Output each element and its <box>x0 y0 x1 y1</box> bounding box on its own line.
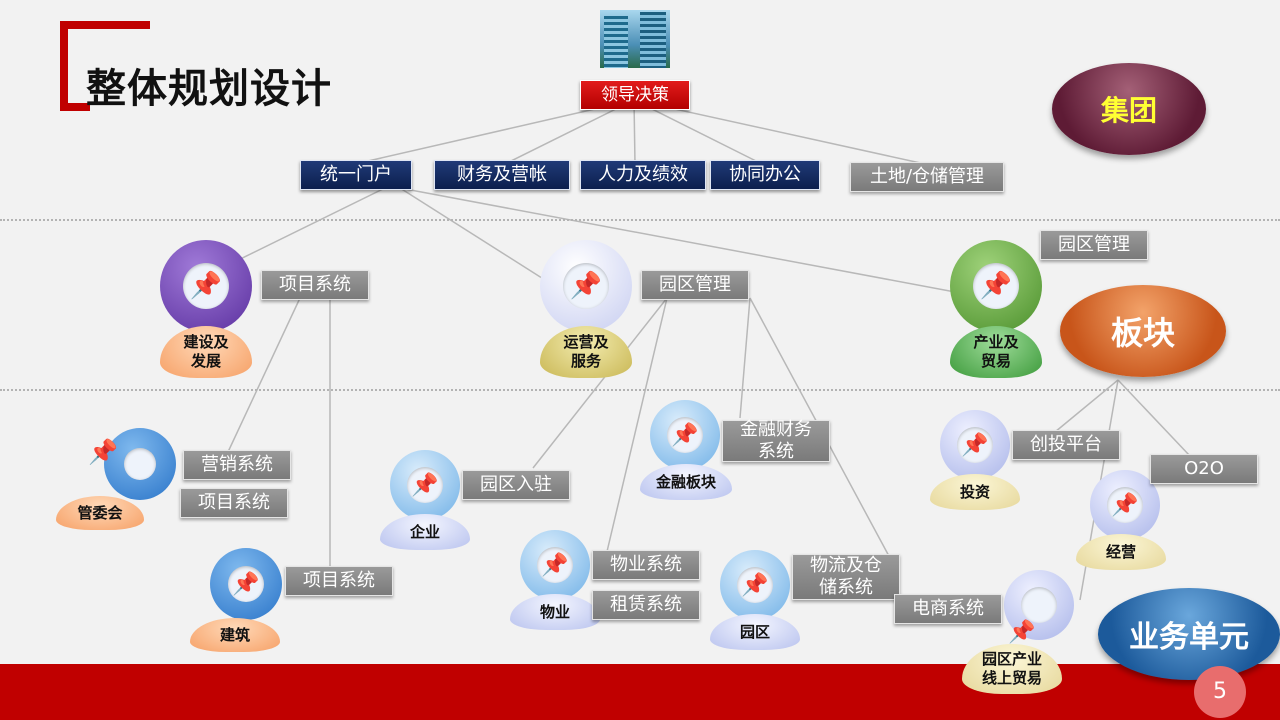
pushpin-icon: 📌 <box>88 438 118 466</box>
committee-node-name: 管委会 <box>77 503 123 522</box>
committee-tag-marketing: 营销系统 <box>183 450 291 480</box>
enterprise-node-name: 企业 <box>409 522 440 541</box>
finance-tag: 金融财务 系统 <box>722 419 830 462</box>
divider-lower <box>0 389 1280 391</box>
committee-node-base: 管委会 <box>56 496 144 530</box>
pushpin-icon: 📌 <box>979 271 1013 301</box>
enterprise-tag: 园区入驻 <box>462 470 570 500</box>
operations-node-ring: 📌 <box>540 240 632 332</box>
pushpin-icon: 📌 <box>961 432 989 458</box>
invest-node-ring: 📌 <box>940 410 1010 480</box>
operations-node-base: 运营及 服务 <box>540 326 632 378</box>
operate-node-base: 经营 <box>1076 534 1166 570</box>
building-node-ring: 📌 <box>210 548 282 620</box>
pushpin-icon: 📌 <box>671 422 699 448</box>
pushpin-icon: 📌 <box>189 271 223 301</box>
property-node-base: 物业 <box>510 594 600 630</box>
group-system-land: 土地/仓储管理 <box>850 162 1004 192</box>
leader-decision-label: 领导决策 <box>580 80 690 110</box>
park-node-name: 园区 <box>739 622 770 641</box>
building-tower-left <box>604 16 628 68</box>
committee-tag-project: 项目系统 <box>180 488 288 518</box>
ecommerce-node-name: 园区产业 线上贸易 <box>981 650 1042 687</box>
pushpin-icon: 📌 <box>569 271 603 301</box>
ecommerce-tag: 电商系统 <box>894 594 1002 624</box>
building-node-name: 建筑 <box>219 625 250 644</box>
building-tower-right <box>640 12 666 68</box>
building-node-base: 建筑 <box>190 618 280 652</box>
group-system-finance: 财务及营帐 <box>434 160 570 190</box>
group-system-office: 协同办公 <box>710 160 820 190</box>
divider-upper <box>0 219 1280 221</box>
pushpin-icon: 📌 <box>541 552 569 578</box>
industry-node-base: 产业及 贸易 <box>950 326 1042 378</box>
level-group-oval: 集团 <box>1052 63 1206 155</box>
building-tag: 项目系统 <box>285 566 393 596</box>
finance-node-ring: 📌 <box>650 400 720 470</box>
footer-bar <box>0 664 1280 720</box>
construction-tag: 项目系统 <box>261 270 369 300</box>
operate-tag: O2O <box>1150 454 1258 484</box>
construction-node-ring: 📌 <box>160 240 252 332</box>
finance-node-base: 金融板块 <box>640 464 732 500</box>
construction-node-name: 建设及 发展 <box>183 333 229 370</box>
property-node-name: 物业 <box>539 602 570 621</box>
ecommerce-node-ring <box>1004 570 1074 640</box>
industry-node-name: 产业及 贸易 <box>973 333 1019 370</box>
pushpin-icon: 📌 <box>411 472 439 498</box>
ecommerce-node-base: 园区产业 线上贸易 <box>962 644 1062 694</box>
level-business-unit-oval: 业务单元 <box>1098 588 1280 680</box>
invest-tag: 创投平台 <box>1012 430 1120 460</box>
pushpin-icon: 📌 <box>1111 492 1139 518</box>
pushpin-icon: 📌 <box>741 572 769 598</box>
level-sector-oval: 板块 <box>1060 285 1226 377</box>
enterprise-node-ring: 📌 <box>390 450 460 520</box>
invest-node-name: 投资 <box>959 482 990 501</box>
industry-tag: 园区管理 <box>1040 230 1148 260</box>
industry-node-ring: 📌 <box>950 240 1042 332</box>
operate-node-ring: 📌 <box>1090 470 1160 540</box>
operations-node-name: 运营及 服务 <box>563 333 609 370</box>
title-frame <box>60 21 150 111</box>
finance-node-name: 金融板块 <box>655 472 716 491</box>
property-tag-lease: 租赁系统 <box>592 590 700 620</box>
title-frame-bottom <box>60 103 90 111</box>
park-tag: 物流及仓 储系统 <box>792 554 900 600</box>
park-node-base: 园区 <box>710 614 800 650</box>
invest-node-base: 投资 <box>930 474 1020 510</box>
operate-node-name: 经营 <box>1105 542 1136 561</box>
operations-tag: 园区管理 <box>641 270 749 300</box>
property-tag-property: 物业系统 <box>592 550 700 580</box>
page-title: 整体规划设计 <box>86 66 332 112</box>
enterprise-node-base: 企业 <box>380 514 470 550</box>
property-node-ring: 📌 <box>520 530 590 600</box>
group-system-portal: 统一门户 <box>300 160 412 190</box>
park-node-ring: 📌 <box>720 550 790 620</box>
page-number: 5 <box>1194 666 1246 718</box>
pushpin-icon: 📌 <box>232 571 260 597</box>
pushpin-icon: 📌 <box>1008 620 1036 645</box>
group-system-hr: 人力及绩效 <box>580 160 706 190</box>
construction-node-base: 建设及 发展 <box>160 326 252 378</box>
committee-node-ring <box>104 428 176 500</box>
